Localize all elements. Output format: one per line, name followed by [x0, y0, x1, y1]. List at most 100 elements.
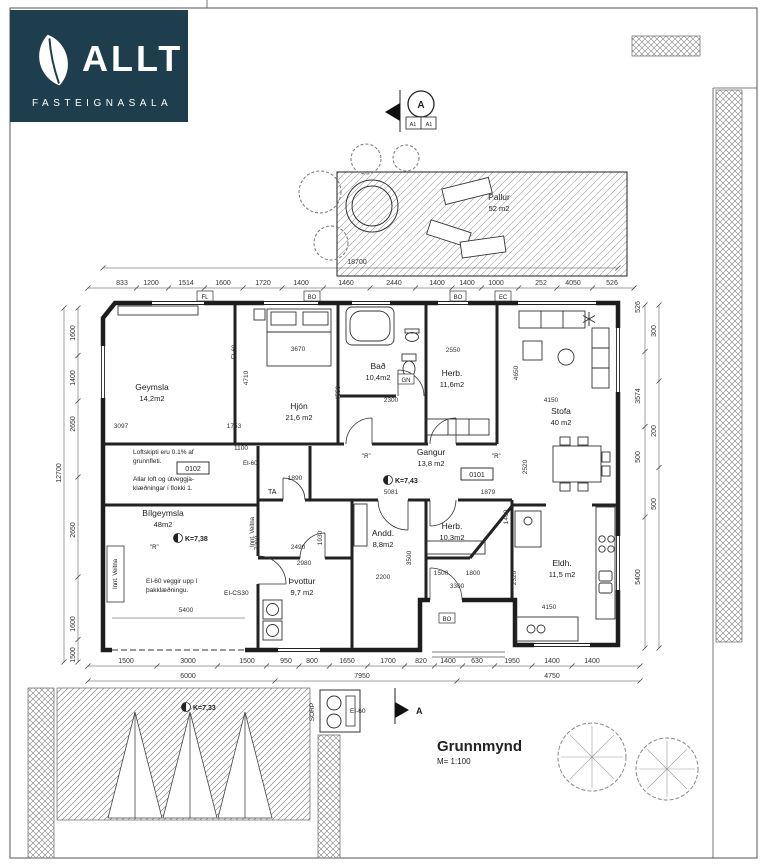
- dimension-tick: [554, 285, 560, 291]
- room-number-label: 0102: [185, 466, 201, 473]
- annotation-label: Loftskipti eru 0.1% af: [133, 449, 194, 456]
- dimension-label: 526: [606, 280, 618, 287]
- annotation-label: "R": [150, 545, 159, 551]
- dimension-tick: [85, 285, 91, 291]
- tree-icon: [666, 768, 688, 790]
- wall-tag-box: [303, 290, 321, 302]
- room-area-label: 10,4m2: [365, 373, 390, 382]
- bathtub-icon: [345, 306, 395, 346]
- section-arrow-icon: [385, 103, 400, 121]
- wall-tag-label: GN: [402, 378, 411, 384]
- dimension-label: 1400: [459, 280, 475, 287]
- dimension-label: 1500: [434, 570, 449, 577]
- dimension-label: 1514: [178, 280, 194, 287]
- dimension-label: 2980: [297, 560, 312, 567]
- dimension-tick: [478, 285, 485, 291]
- window: [352, 299, 390, 307]
- dimension-label: 200: [651, 425, 658, 437]
- wall-tag-box: [449, 290, 467, 302]
- tree-icon: [646, 748, 668, 770]
- tree-icon: [557, 722, 627, 792]
- dimension-label: 4550: [335, 385, 342, 400]
- room-label: Hjón: [290, 401, 308, 411]
- dimension-label: 1600: [70, 325, 77, 341]
- dimension-tick: [515, 285, 522, 291]
- dimension-label: 1400: [544, 658, 560, 665]
- dimension-tick: [100, 265, 106, 271]
- washer-dryer-icon: [262, 599, 283, 641]
- annotation-label: EI-60: [232, 344, 238, 359]
- room-area-label: 13,8 m2: [417, 459, 444, 468]
- section-arrow-icon: [395, 702, 409, 718]
- dimension-label: 1600: [215, 280, 231, 287]
- dimension-tick: [589, 285, 596, 291]
- wall-tag-box: [438, 612, 456, 624]
- room-label: Gangur: [417, 447, 446, 457]
- kitchen-counter-icon: [514, 506, 616, 642]
- dimension-label: 7390: [254, 535, 261, 550]
- dimension-tick: [642, 423, 648, 430]
- dimension-tick: [75, 474, 81, 480]
- dimension-label: 6000: [180, 673, 196, 680]
- dimension-label: 3574: [635, 388, 642, 404]
- annotation-label: SORP: [309, 703, 316, 721]
- dimension-tick: [656, 464, 662, 471]
- dimension-label: 2320: [511, 570, 518, 585]
- dimension-tick: [326, 663, 333, 669]
- dimension-tick: [642, 302, 648, 308]
- dimension-tick: [642, 645, 648, 651]
- window: [438, 299, 468, 307]
- room-label: Herb.: [442, 368, 463, 378]
- room-label: Eldh.: [552, 558, 571, 568]
- annotation-label: EI-60: [350, 708, 366, 715]
- dimension-label: 2300: [384, 397, 399, 404]
- dimension-label: 2650: [70, 416, 77, 432]
- tree-icon: [591, 756, 615, 780]
- dimension-tick: [201, 285, 208, 291]
- section-marker-top: A A1 A1: [385, 90, 437, 132]
- dimension-label: 3097: [114, 423, 129, 430]
- room-number-box: [460, 467, 494, 481]
- dimension-label: 4650: [513, 365, 520, 380]
- tree-icon: [666, 748, 688, 770]
- door-arcs: [257, 369, 457, 585]
- dimension-tick: [75, 398, 81, 404]
- dimension-tick: [75, 352, 81, 359]
- dimension-label: 4150: [542, 604, 557, 611]
- dimension-tick: [637, 663, 643, 669]
- deck: [336, 171, 628, 277]
- dimension-tick: [296, 663, 302, 669]
- dimension-tick: [320, 285, 327, 291]
- dimension-tick: [85, 663, 91, 669]
- dimension-label: 820: [415, 658, 427, 665]
- dimension-tick: [491, 663, 498, 669]
- window: [152, 299, 204, 307]
- dimension-label: 5400: [635, 569, 642, 585]
- tree-icon: [635, 737, 699, 801]
- annotation-label: Allar loft og útveggja-: [133, 476, 194, 483]
- logo-brand: ALLT: [82, 38, 184, 79]
- dimension-label: 1500: [118, 658, 134, 665]
- garage-door: [112, 617, 245, 654]
- wardrobe-icon: [353, 418, 490, 555]
- dimension-label: 500: [651, 498, 658, 510]
- dimension-tick: [449, 285, 455, 291]
- window: [534, 641, 590, 649]
- annotation-label: EI-60: [243, 461, 258, 467]
- dimension-tick: [75, 574, 81, 580]
- dimension-label: 2200: [376, 574, 391, 581]
- dimension-tick: [61, 659, 67, 665]
- furniture: [106, 305, 616, 642]
- dimension-label: 1800: [466, 570, 481, 577]
- dimension-tick: [154, 663, 160, 669]
- dimension-label: 4050: [565, 280, 581, 287]
- dimension-tick: [85, 678, 91, 684]
- elevation-marker-icon: [173, 533, 178, 543]
- annotation-label: Innt. Veitna: [113, 558, 119, 589]
- shelf-icon: [117, 305, 199, 316]
- sink-icon: [404, 328, 420, 342]
- room-label: Bílgeymsla: [142, 508, 184, 518]
- dimension-tick: [367, 285, 373, 291]
- tree-icon: [569, 734, 593, 758]
